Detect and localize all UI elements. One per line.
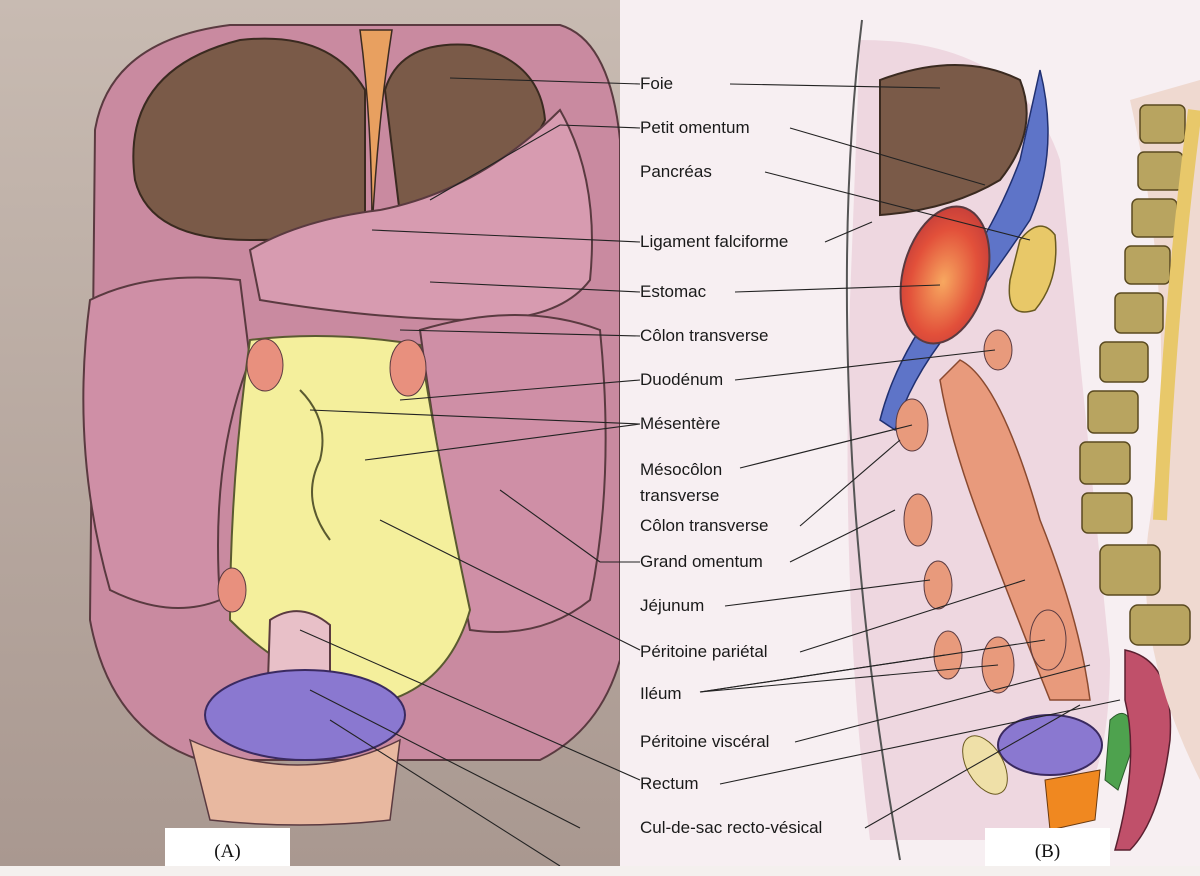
label-grand-omentum: Grand omentum bbox=[640, 552, 763, 572]
label-cul-de-sac: Cul-de-sac recto-vésical bbox=[640, 818, 822, 838]
vertebra bbox=[1100, 545, 1160, 595]
caption-panel-b: (B) bbox=[985, 828, 1110, 866]
duodenum-right bbox=[390, 340, 426, 396]
vertebra bbox=[1115, 293, 1163, 333]
label-pancreas: Pancréas bbox=[640, 162, 712, 182]
vertebra bbox=[1088, 391, 1138, 433]
label-duodenum: Duodénum bbox=[640, 370, 723, 390]
panel-a-illustration bbox=[0, 0, 620, 866]
label-peritoine-parietal: Péritoine pariétal bbox=[640, 642, 768, 662]
label-ileum: Iléum bbox=[640, 684, 682, 704]
bladder-sagittal bbox=[998, 715, 1102, 775]
vertebra bbox=[1132, 199, 1177, 237]
caption-panel-a: (A) bbox=[165, 828, 290, 866]
bladder bbox=[205, 670, 405, 760]
label-peritoine-visceral: Péritoine viscéral bbox=[640, 732, 769, 752]
ileum-loop-3 bbox=[1030, 610, 1066, 670]
jejunum-loop-1 bbox=[904, 494, 932, 546]
label-foie: Foie bbox=[640, 74, 673, 94]
jejunum-loop-2 bbox=[924, 561, 952, 609]
vertebra bbox=[1082, 493, 1132, 533]
vertebra bbox=[1080, 442, 1130, 484]
label-rectum: Rectum bbox=[640, 774, 699, 794]
label-estomac: Estomac bbox=[640, 282, 706, 302]
label-ligament-falciforme: Ligament falciforme bbox=[640, 232, 788, 252]
label-petit-omentum: Petit omentum bbox=[640, 118, 750, 138]
label-colon-transverse-b: Côlon transverse bbox=[640, 516, 769, 536]
vertebra bbox=[1130, 605, 1190, 645]
prostate bbox=[1045, 770, 1100, 830]
vertebra bbox=[1138, 152, 1183, 190]
vertebra bbox=[1100, 342, 1148, 382]
vertebra bbox=[1140, 105, 1185, 143]
label-mesocolon-line1: Mésocôlon bbox=[640, 460, 722, 480]
cecum-stub bbox=[218, 568, 246, 612]
vertebra bbox=[1125, 246, 1170, 284]
label-jejunum: Jéjunum bbox=[640, 596, 704, 616]
duodenum-left bbox=[247, 339, 283, 391]
label-mesocolon-line2: transverse bbox=[640, 486, 719, 506]
label-colon-transverse-a: Côlon transverse bbox=[640, 326, 769, 346]
label-mesentere: Mésentère bbox=[640, 414, 720, 434]
duodenum-sagittal bbox=[984, 330, 1012, 370]
